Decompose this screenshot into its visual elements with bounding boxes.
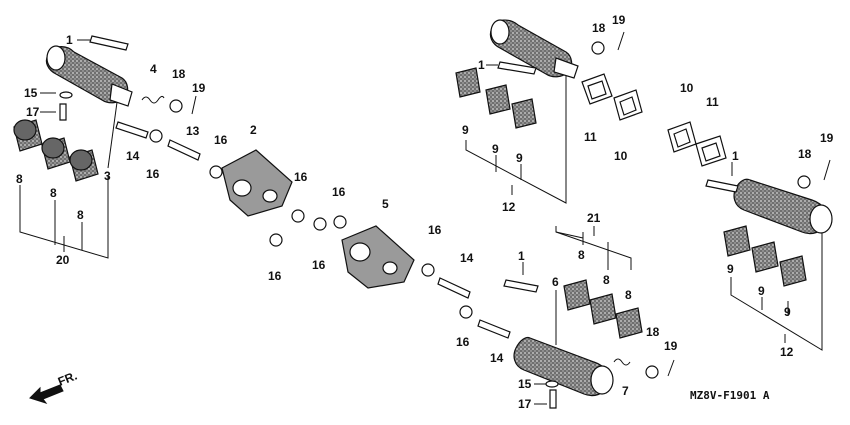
leader-lines (19, 39, 823, 405)
callout-18: 18 (592, 21, 606, 35)
callout-16: 16 (146, 167, 160, 181)
callout-16: 16 (268, 269, 282, 283)
callout-8: 8 (16, 172, 23, 186)
callout-18: 18 (798, 147, 812, 161)
callout-14: 14 (460, 251, 474, 265)
callout-21: 21 (587, 211, 601, 225)
bolts (59, 35, 739, 409)
callout-15: 15 (24, 86, 38, 100)
callout-5: 5 (382, 197, 389, 211)
callout-16: 16 (214, 133, 228, 147)
callout-8: 8 (50, 186, 57, 200)
rubber-set-left (13, 119, 99, 182)
callout-10: 10 (614, 149, 628, 163)
footpeg-right (733, 178, 833, 235)
callout-6: 6 (552, 275, 559, 289)
washers (149, 41, 811, 379)
callout-16: 16 (312, 258, 326, 272)
callout-9: 9 (727, 262, 734, 276)
rubber-set-bottom (563, 279, 643, 339)
callout-1: 1 (732, 149, 739, 163)
callout-8: 8 (77, 208, 84, 222)
callout-12: 12 (780, 345, 794, 359)
callout-2: 2 (250, 123, 257, 137)
springs-pins (59, 31, 831, 388)
callout-12: 12 (502, 200, 516, 214)
callout-16: 16 (428, 223, 442, 237)
callout-19: 19 (612, 13, 626, 27)
callout-19: 19 (192, 81, 206, 95)
callout-11: 11 (706, 95, 719, 109)
callout-13: 13 (186, 124, 200, 138)
callout-11: 11 (584, 130, 597, 144)
parts (13, 19, 833, 409)
footpeg-top-left (45, 45, 133, 107)
callout-1: 1 (518, 249, 525, 263)
footpeg-bottom (513, 336, 614, 397)
callout-1: 1 (478, 58, 485, 72)
callout-18: 18 (172, 67, 186, 81)
rubber-set-top (455, 67, 537, 129)
callout-17: 17 (26, 105, 40, 119)
callout-16: 16 (456, 335, 470, 349)
front-direction-indicator: FR. (29, 369, 79, 404)
callout-8: 8 (578, 248, 585, 262)
callout-10: 10 (680, 81, 694, 95)
callout-1: 1 (66, 33, 73, 47)
callout-14: 14 (126, 149, 140, 163)
callout-19: 19 (820, 131, 834, 145)
figure-code: MZ8V-F1901 A (690, 389, 770, 402)
callout-16: 16 (294, 170, 308, 184)
callout-16: 16 (332, 185, 346, 199)
callout-8: 8 (603, 273, 610, 287)
callout-17: 17 (518, 397, 532, 411)
callout-20: 20 (56, 253, 70, 267)
rubber-set-right (723, 225, 807, 287)
callout-9: 9 (784, 305, 791, 319)
callout-4: 4 (150, 62, 157, 76)
front-label: FR. (56, 369, 79, 389)
footpeg-top-right (489, 19, 579, 79)
callout-9: 9 (462, 123, 469, 137)
callout-9: 9 (758, 284, 765, 298)
callout-19: 19 (664, 339, 678, 353)
callout-14: 14 (490, 351, 504, 365)
bracket-5 (341, 225, 415, 289)
callout-labels: 1 1 1 1 2 3 4 5 6 7 8 8 8 8 8 8 9 9 9 9 … (16, 13, 834, 411)
plates (581, 73, 727, 167)
bracket-2 (221, 149, 293, 217)
callout-9: 9 (492, 142, 499, 156)
callout-15: 15 (518, 377, 532, 391)
callout-7: 7 (622, 384, 629, 398)
callout-9: 9 (516, 151, 523, 165)
callout-8: 8 (625, 288, 632, 302)
front-arrow-icon (29, 384, 64, 404)
callout-18: 18 (646, 325, 660, 339)
callout-3: 3 (104, 169, 111, 183)
